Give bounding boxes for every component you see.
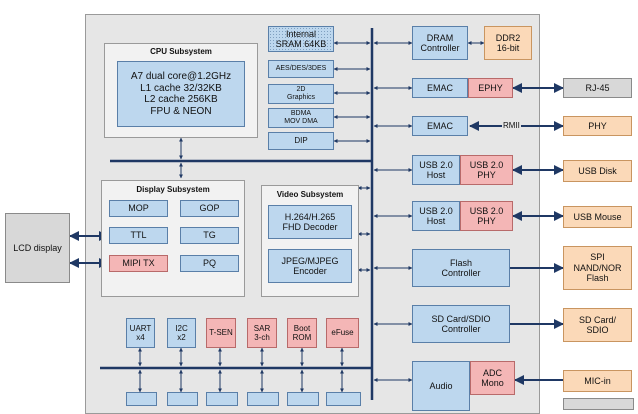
bottom-block-6 <box>326 392 361 406</box>
flash-controller-block: Flash Controller <box>412 249 510 287</box>
uart-block: UART x4 <box>126 318 155 348</box>
interconnect-lines <box>69 28 564 400</box>
usb-phy1-block: USB 2.0 PHY <box>460 155 513 185</box>
adc-mono-block: ADC Mono <box>470 361 515 395</box>
ddr2-block: DDR2 16-bit <box>484 26 532 60</box>
internal-sram-block: Internal SRAM 64KB <box>268 26 334 52</box>
tsen-block: T-SEN <box>206 318 236 348</box>
rj45-block: RJ-45 <box>563 78 632 98</box>
sar-block: SAR 3-ch <box>247 318 277 348</box>
dma-block: BDMA MOV DMA <box>268 108 334 128</box>
emac2-block: EMAC <box>412 116 468 136</box>
ttl-block: TTL <box>109 227 168 244</box>
cpu-subsystem-panel: CPU Subsystem A7 dual core@1.2GHz L1 cac… <box>104 43 258 138</box>
bottom-block-1 <box>126 392 157 406</box>
2d-graphics-block: 2D Graphics <box>268 84 334 104</box>
display-subsystem-title: Display Subsystem <box>136 185 210 194</box>
usb-mouse-block: USB Mouse <box>563 206 632 228</box>
sd-card-block: SD Card/ SDIO <box>563 308 632 342</box>
cpu-core-block: A7 dual core@1.2GHz L1 cache 32/32KB L2 … <box>117 61 245 127</box>
phy-block: PHY <box>563 116 632 136</box>
boot-rom-block: Boot ROM <box>287 318 317 348</box>
aes-des-block: AES/DES/3DES <box>268 60 334 78</box>
tg-block: TG <box>180 227 239 244</box>
h264-decoder-block: H.264/H.265 FHD Decoder <box>268 205 352 239</box>
dip-block: DIP <box>268 132 334 150</box>
efuse-block: eFuse <box>326 318 359 348</box>
video-subsystem-title: Video Subsystem <box>276 190 344 199</box>
dram-controller-block: DRAM Controller <box>412 26 468 60</box>
lcd-display-block: LCD display <box>5 213 70 283</box>
video-subsystem-panel: Video Subsystem H.264/H.265 FHD Decoder … <box>261 185 359 297</box>
emac1-block: EMAC <box>412 78 468 98</box>
mic-in-block: MIC-in <box>563 370 632 392</box>
mipi-tx-block: MIPI TX <box>109 255 168 272</box>
pq-block: PQ <box>180 255 239 272</box>
cpu-subsystem-title: CPU Subsystem <box>150 47 212 56</box>
bottom-block-5 <box>287 392 319 406</box>
rmii-label: RMII <box>502 121 521 130</box>
ephy-block: EPHY <box>468 78 513 98</box>
spi-flash-block: SPI NAND/NOR Flash <box>563 246 632 290</box>
i2c-block: I2C x2 <box>167 318 196 348</box>
usb-host1-block: USB 2.0 Host <box>412 155 460 185</box>
bottom-block-3 <box>206 392 238 406</box>
usb-disk-block: USB Disk <box>563 160 632 182</box>
mop-block: MOP <box>109 200 168 217</box>
jpeg-encoder-block: JPEG/MJPEG Encoder <box>268 249 352 283</box>
usb-host2-block: USB 2.0 Host <box>412 201 460 231</box>
bottom-block-4 <box>247 392 279 406</box>
audio-block: Audio <box>412 361 470 411</box>
gop-block: GOP <box>180 200 239 217</box>
sdio-controller-block: SD Card/SDIO Controller <box>412 305 510 343</box>
usb-phy2-block: USB 2.0 PHY <box>460 201 513 231</box>
bottom-block-2 <box>167 392 198 406</box>
display-subsystem-panel: Display Subsystem MOP GOP TTL TG MIPI TX… <box>101 180 245 297</box>
